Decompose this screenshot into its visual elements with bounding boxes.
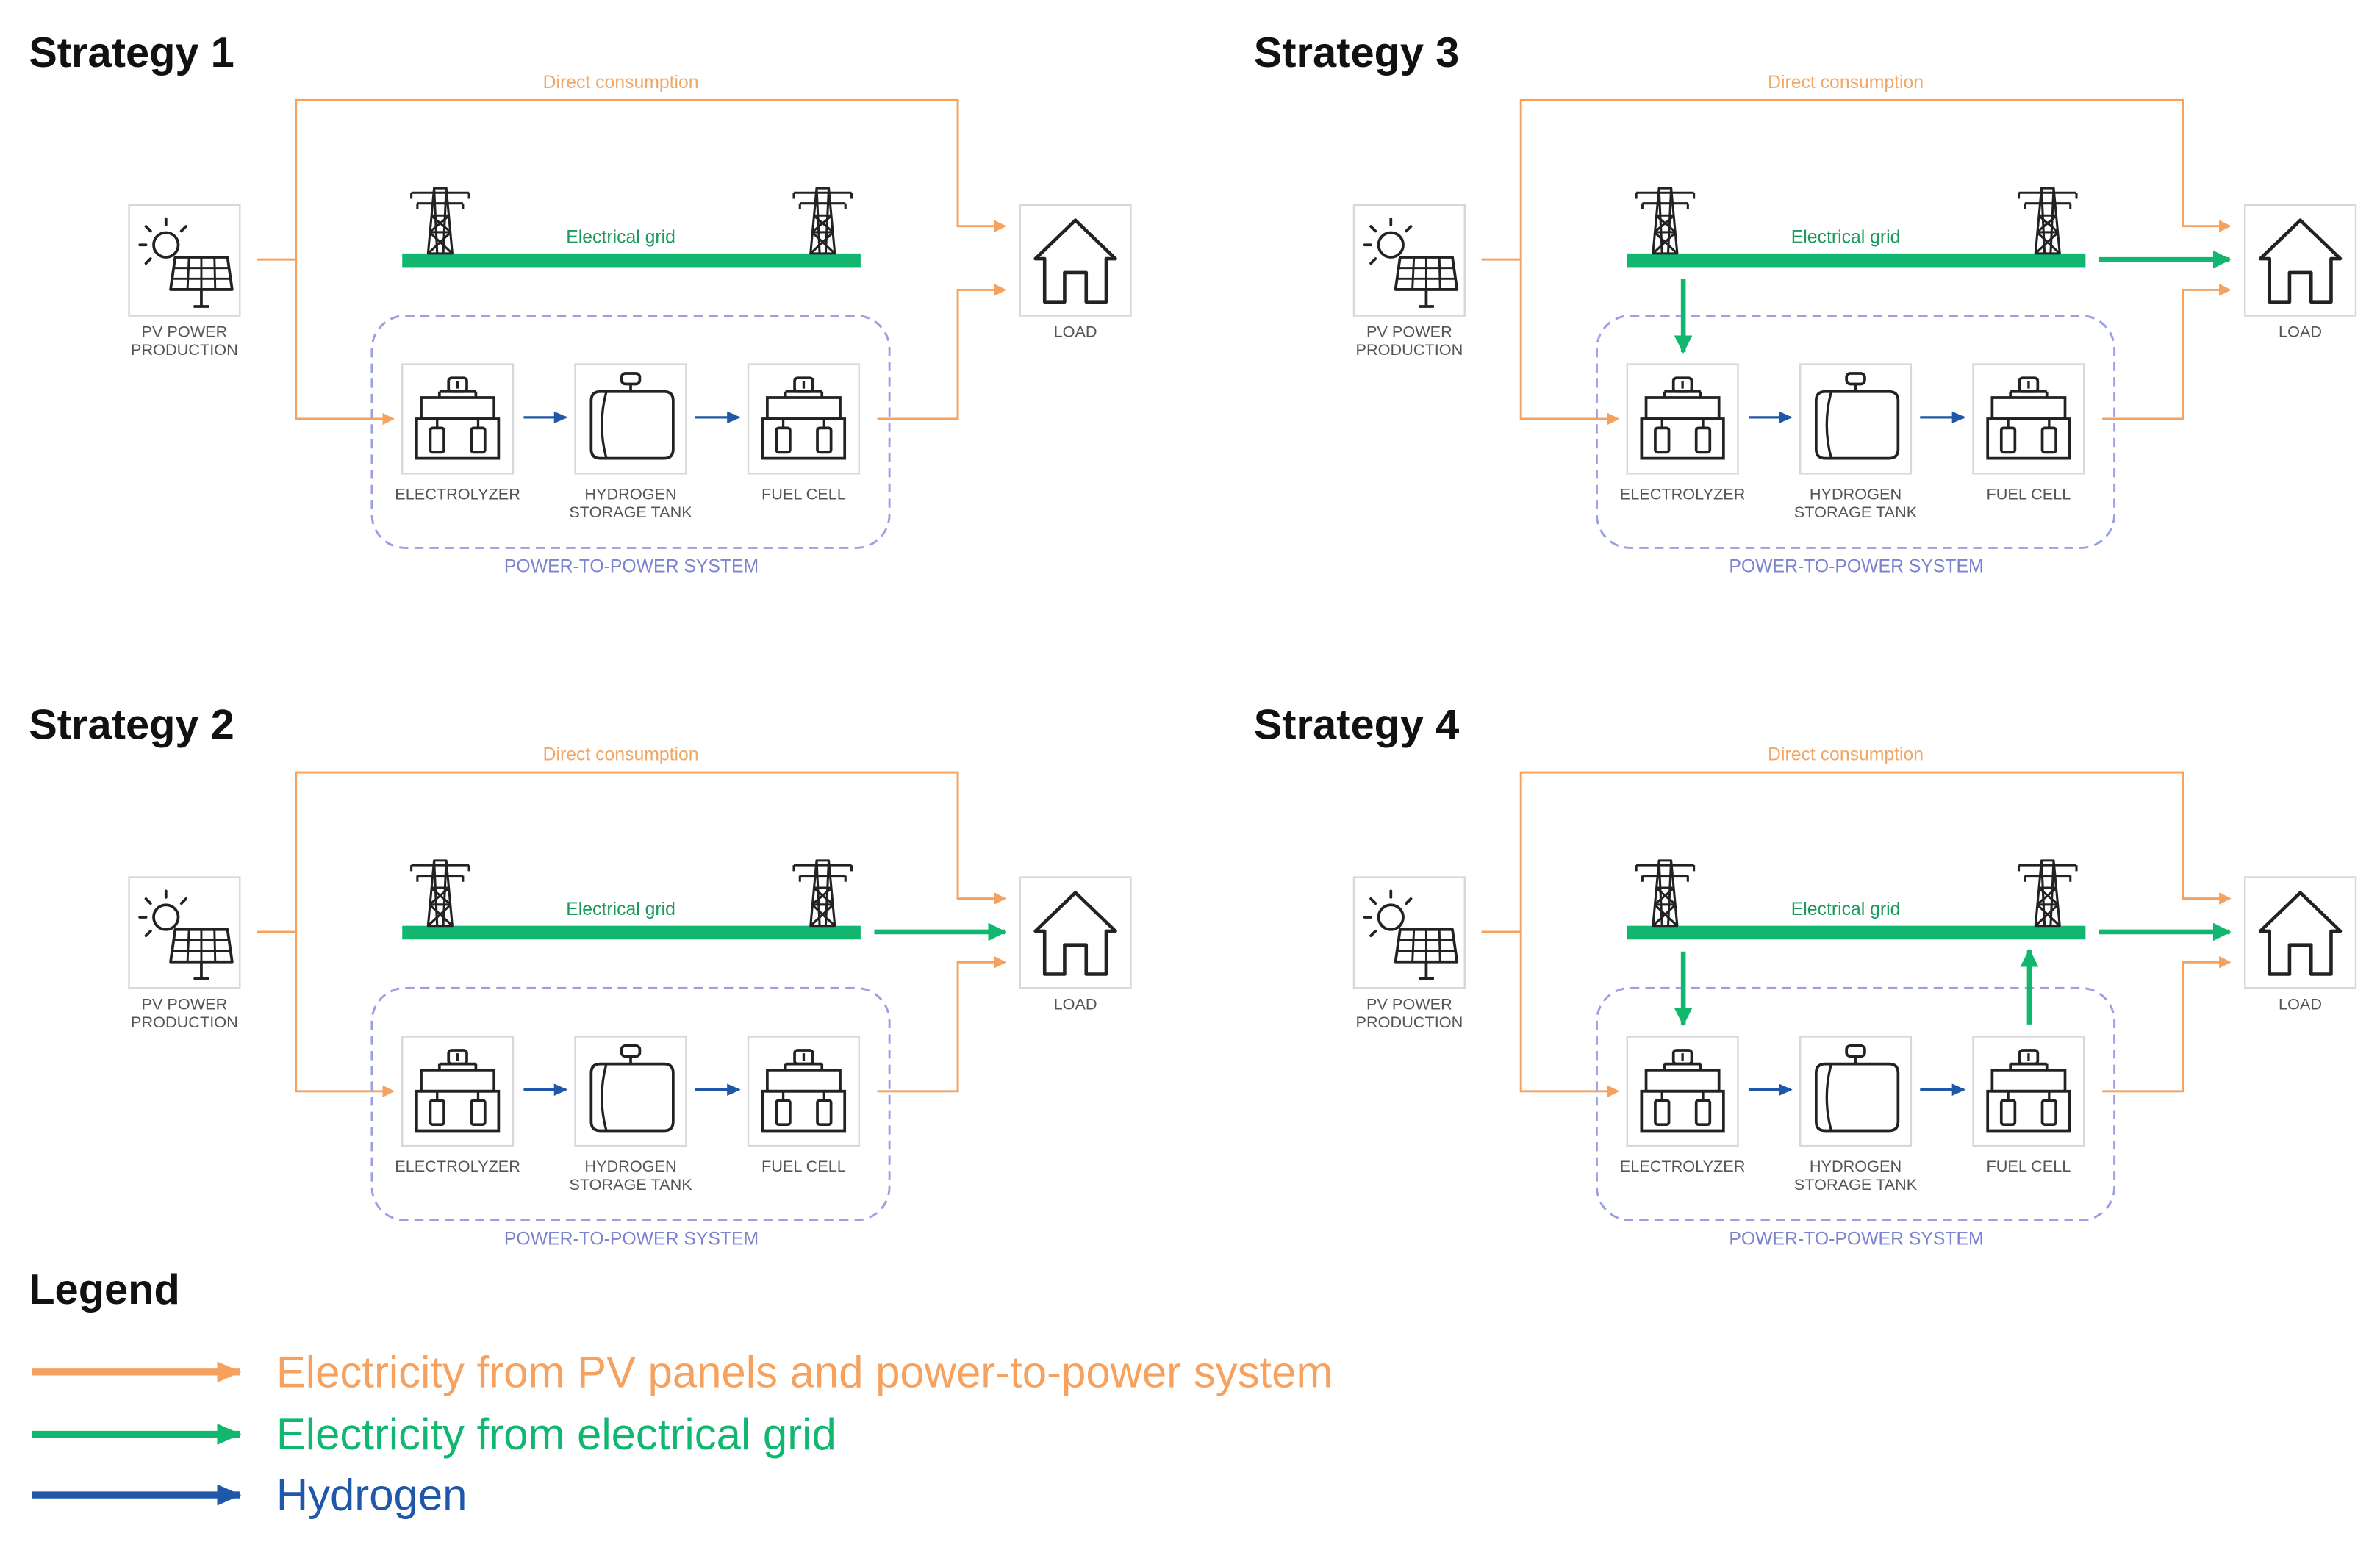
electrical-grid-label: Electrical grid <box>566 900 675 919</box>
transmission-tower-icon <box>410 187 470 255</box>
hydrogen-tank-label: HYDROGEN <box>584 484 676 503</box>
p2p-system-label: POWER-TO-POWER SYSTEM <box>1729 557 1983 577</box>
fuelcell-to-load-arrow <box>877 955 1007 1093</box>
load-label: LOAD <box>2279 994 2322 1013</box>
fuel-cell-label: FUEL CELL <box>1987 484 2071 503</box>
transmission-tower-icon <box>792 187 853 255</box>
transmission-tower-icon <box>410 859 470 928</box>
transmission-tower-icon <box>1635 187 1696 255</box>
pv-to-electrolyzer-arrow <box>295 931 395 1098</box>
hydrogen-tank-label: HYDROGEN <box>1810 1157 1902 1175</box>
direct-consumption-label: Direct consumption <box>1768 745 1924 765</box>
fuelcell-to-load-arrow <box>2102 955 2232 1093</box>
strategy-panel: Strategy 4 Direct consumptionPOWER-TO-POW… <box>1254 702 2357 1249</box>
pv-label-line2: PRODUCTION <box>131 340 238 359</box>
electrical-grid-bar <box>1627 253 2086 268</box>
pv-label-line2: PRODUCTION <box>131 1013 238 1031</box>
transmission-tower-icon <box>2017 187 2078 255</box>
fuelcell-to-load-arrow <box>877 284 1007 420</box>
strategy-title: Strategy 1 <box>29 29 234 76</box>
legend-label-grid: Electricity from electrical grid <box>276 1410 836 1459</box>
pv-box <box>1352 876 1466 989</box>
electrolyzer-label: ELECTROLYZER <box>395 1157 520 1175</box>
legend-label-hydrogen: Hydrogen <box>276 1471 467 1520</box>
electrical-grid-label: Electrical grid <box>566 227 675 247</box>
pv-box <box>128 876 241 989</box>
p2p-system-box <box>1595 315 2116 549</box>
electrical-grid-label: Electrical grid <box>1791 900 1901 919</box>
electrical-grid-bar <box>402 925 861 940</box>
p2p-system-label: POWER-TO-POWER SYSTEM <box>504 1229 759 1249</box>
pv-label-line2: PRODUCTION <box>1356 340 1463 359</box>
pv-label-line1: PV POWER <box>1366 994 1452 1013</box>
direct-consumption-label: Direct consumption <box>543 745 699 765</box>
direct-consumption-arrow <box>1481 98 2232 261</box>
pv-label-line1: PV POWER <box>1366 322 1452 340</box>
hydrogen-tank-label-line2: STORAGE TANK <box>1794 503 1918 521</box>
p2p-system-box <box>1595 986 2116 1221</box>
hydrogen-tank-label: HYDROGEN <box>584 1157 676 1175</box>
fuelcell-to-load-arrow <box>2102 284 2232 420</box>
legend-label-pv: Electricity from PV panels and power-to-… <box>276 1347 1333 1396</box>
direct-consumption-arrow <box>256 771 1007 933</box>
strategy-panel: Strategy 2 Direct consumptionPOWER-TO-POW… <box>29 702 1132 1249</box>
pv-box <box>1352 204 1466 317</box>
transmission-tower-icon <box>2017 859 2078 928</box>
pv-box <box>128 204 241 317</box>
pv-to-electrolyzer-arrow <box>295 259 395 426</box>
strategy-panel: Strategy 3 Direct consumptionPOWER-TO-POW… <box>1254 29 2357 577</box>
strategy-title: Strategy 4 <box>1254 702 1460 749</box>
p2p-system-box <box>370 315 891 549</box>
direct-consumption-label: Direct consumption <box>543 73 699 93</box>
load-label: LOAD <box>1054 322 1097 340</box>
pv-to-electrolyzer-arrow <box>1519 931 1620 1098</box>
legend-title: Legend <box>29 1266 180 1313</box>
p2p-system-box <box>370 986 891 1221</box>
transmission-tower-icon <box>1635 859 1696 928</box>
electrical-grid-bar <box>1627 925 2086 940</box>
pv-label-line2: PRODUCTION <box>1356 1013 1463 1031</box>
transmission-tower-icon <box>792 859 853 928</box>
p2p-system-label: POWER-TO-POWER SYSTEM <box>1729 1229 1983 1249</box>
fuel-cell-label: FUEL CELL <box>761 1157 846 1175</box>
pv-label-line1: PV POWER <box>141 994 227 1013</box>
p2p-system-label: POWER-TO-POWER SYSTEM <box>504 557 759 577</box>
strategy-title: Strategy 3 <box>1254 29 1460 76</box>
direct-consumption-arrow <box>1481 771 2232 933</box>
electrolyzer-label: ELECTROLYZER <box>1620 1157 1746 1175</box>
fuel-cell-label: FUEL CELL <box>1987 1157 2071 1175</box>
fuel-cell-label: FUEL CELL <box>761 484 846 503</box>
hydrogen-tank-label-line2: STORAGE TANK <box>569 1175 692 1194</box>
load-label: LOAD <box>2279 322 2322 340</box>
electrolyzer-label: ELECTROLYZER <box>1620 484 1746 503</box>
pv-to-electrolyzer-arrow <box>1519 259 1620 426</box>
pv-label-line1: PV POWER <box>141 322 227 340</box>
electrical-grid-label: Electrical grid <box>1791 227 1901 247</box>
electrolyzer-label: ELECTROLYZER <box>395 484 520 503</box>
hydrogen-tank-label-line2: STORAGE TANK <box>1794 1175 1918 1194</box>
hydrogen-tank-label: HYDROGEN <box>1810 484 1902 503</box>
strategy-panel: Strategy 1 Direct consumptionPOWER-TO-POW… <box>29 29 1132 577</box>
direct-consumption-arrow <box>256 98 1007 261</box>
electrical-grid-bar <box>402 253 861 268</box>
load-label: LOAD <box>1054 994 1097 1013</box>
strategy-title: Strategy 2 <box>29 702 234 749</box>
hydrogen-tank-label-line2: STORAGE TANK <box>569 503 692 521</box>
direct-consumption-label: Direct consumption <box>1768 73 1924 93</box>
